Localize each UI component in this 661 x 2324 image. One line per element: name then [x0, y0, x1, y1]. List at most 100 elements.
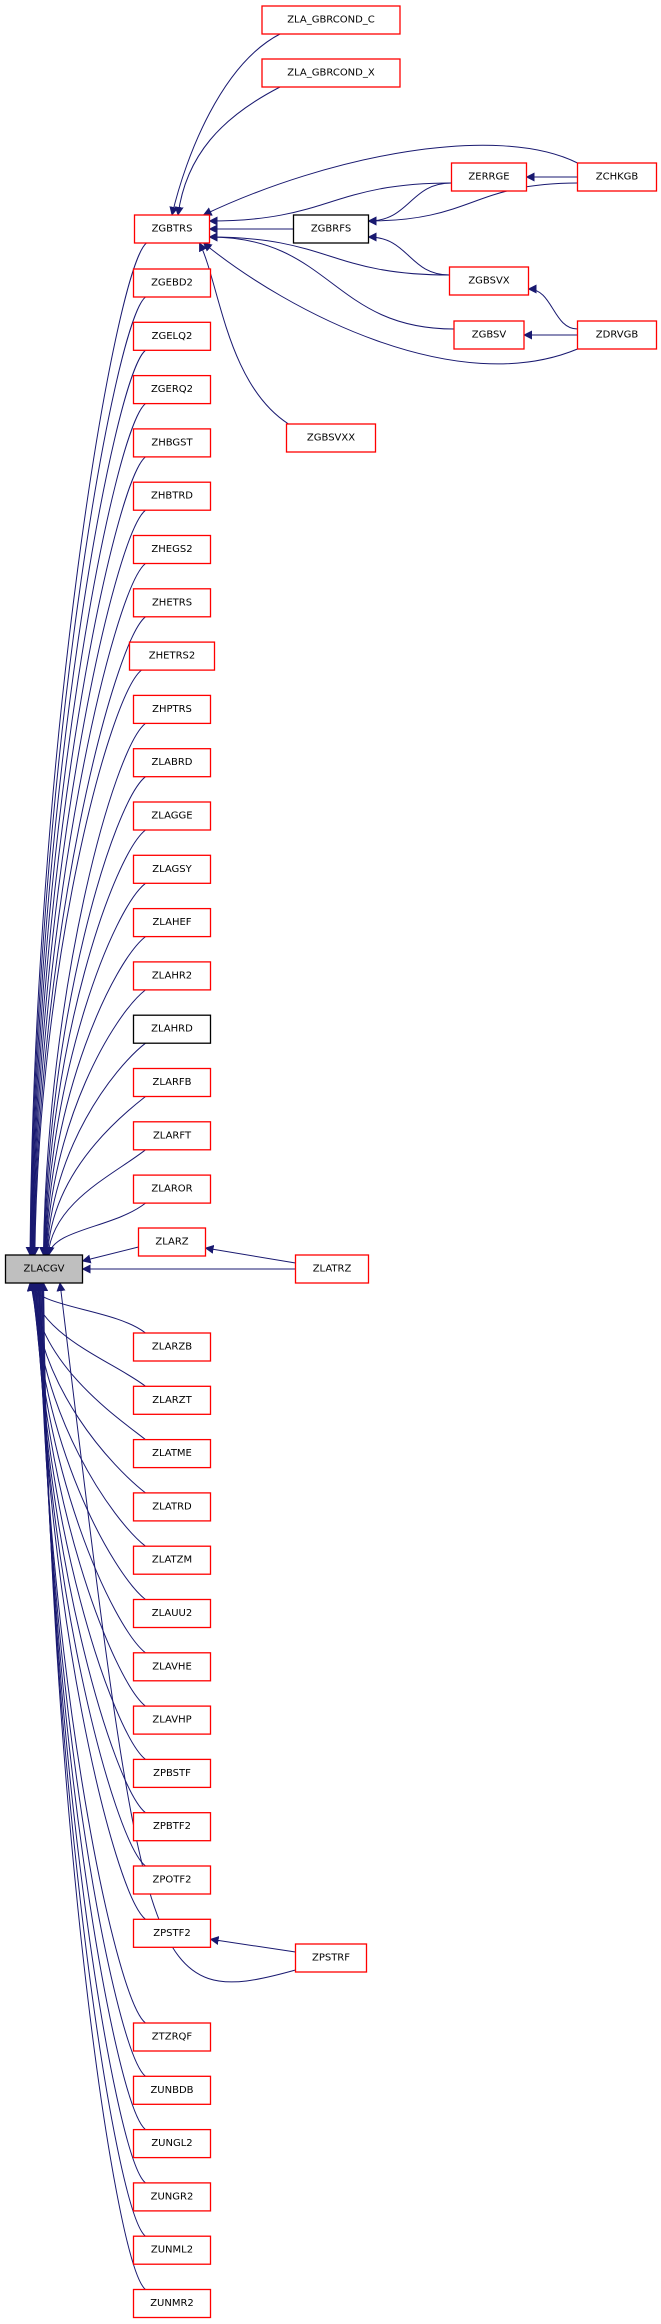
node-zunbdb[interactable]: ZUNBDB: [132, 2075, 212, 2105]
node-box[interactable]: [132, 1545, 212, 1575]
node-zerrge[interactable]: ZERRGE: [450, 162, 528, 192]
node-box[interactable]: [133, 214, 211, 244]
node-zgbtrs[interactable]: ZGBTRS: [133, 214, 211, 244]
node-zla-gbrcond-x[interactable]: ZLA_GBRCOND_X: [261, 58, 401, 88]
node-box[interactable]: [285, 423, 377, 453]
node-box[interactable]: [132, 1758, 212, 1789]
node-zpbtf2[interactable]: ZPBTF2: [132, 1812, 212, 1842]
node-box[interactable]: [132, 428, 212, 458]
node-box[interactable]: [261, 58, 401, 88]
node-zlatzm[interactable]: ZLATZM: [132, 1545, 212, 1575]
node-zlabrd[interactable]: ZLABRD: [132, 748, 212, 778]
node-box[interactable]: [132, 748, 212, 778]
node-zunmr2[interactable]: ZUNMR2: [132, 2288, 212, 2319]
node-box[interactable]: [132, 1865, 212, 1895]
node-ztzrqf[interactable]: ZTZRQF: [132, 2022, 212, 2052]
node-box[interactable]: [132, 1014, 212, 1044]
node-zhbgst[interactable]: ZHBGST: [132, 428, 212, 458]
node-zungl2[interactable]: ZUNGL2: [132, 2128, 212, 2159]
node-box[interactable]: [132, 1438, 212, 1469]
node-box[interactable]: [132, 694, 212, 725]
node-box[interactable]: [132, 321, 212, 351]
node-box[interactable]: [294, 1254, 370, 1284]
node-box[interactable]: [132, 854, 212, 884]
node-zlagsy[interactable]: ZLAGSY: [132, 854, 212, 884]
node-box[interactable]: [132, 1652, 212, 1682]
node-box[interactable]: [576, 320, 658, 350]
node-box[interactable]: [132, 1705, 212, 1735]
node-box[interactable]: [132, 961, 212, 991]
node-box[interactable]: [261, 5, 401, 35]
node-zdrvgb[interactable]: ZDRVGB: [576, 320, 658, 350]
node-zlaror[interactable]: ZLAROR: [132, 1174, 212, 1204]
node-box[interactable]: [132, 1067, 212, 1098]
edge-zhptrs-to-zlacgv: [39, 723, 146, 1256]
node-zhegs2[interactable]: ZHEGS2: [132, 534, 212, 565]
node-box[interactable]: [132, 1121, 212, 1151]
node-box[interactable]: [132, 1812, 212, 1842]
node-box[interactable]: [576, 162, 658, 192]
node-box[interactable]: [137, 1227, 207, 1257]
node-box[interactable]: [132, 801, 212, 831]
node-zla-gbrcond-c[interactable]: ZLA_GBRCOND_C: [261, 5, 401, 35]
node-zlagge[interactable]: ZLAGGE: [132, 801, 212, 831]
node-zlatrd[interactable]: ZLATRD: [132, 1492, 212, 1522]
node-box[interactable]: [132, 374, 212, 405]
node-zgebd2[interactable]: ZGEBD2: [132, 268, 212, 298]
node-box[interactable]: [132, 2235, 212, 2265]
node-zlarfb[interactable]: ZLARFB: [132, 1067, 212, 1098]
node-box[interactable]: [132, 1332, 212, 1362]
node-zlatme[interactable]: ZLATME: [132, 1438, 212, 1469]
node-zgbsv[interactable]: ZGBSV: [453, 320, 525, 350]
node-box[interactable]: [132, 2182, 212, 2212]
node-box[interactable]: [294, 1943, 368, 1973]
node-zhetrs2[interactable]: ZHETRS2: [128, 641, 216, 671]
node-zgbsvx[interactable]: ZGBSVX: [448, 266, 530, 296]
node-box[interactable]: [132, 2128, 212, 2159]
node-zhbtrd[interactable]: ZHBTRD: [132, 481, 212, 511]
node-zlarzb[interactable]: ZLARZB: [132, 1332, 212, 1362]
node-zlahr2[interactable]: ZLAHR2: [132, 961, 212, 991]
node-zlarft[interactable]: ZLARFT: [132, 1121, 212, 1151]
node-box[interactable]: [132, 1598, 212, 1629]
node-box[interactable]: [132, 907, 212, 938]
node-zgbsvxx[interactable]: ZGBSVXX: [285, 423, 377, 453]
node-zpotf2[interactable]: ZPOTF2: [132, 1865, 212, 1895]
node-zchkgb[interactable]: ZCHKGB: [576, 162, 658, 192]
node-zgelq2[interactable]: ZGELQ2: [132, 321, 212, 351]
node-box[interactable]: [450, 162, 528, 192]
node-zlarzt[interactable]: ZLARZT: [132, 1385, 212, 1415]
node-zgerq2[interactable]: ZGERQ2: [132, 374, 212, 405]
edge-zerrge-to-zgbtrs: [208, 182, 452, 226]
node-zlatrz[interactable]: ZLATRZ: [294, 1254, 370, 1284]
node-box[interactable]: [448, 266, 530, 296]
node-box[interactable]: [128, 641, 216, 671]
node-zgbrfs[interactable]: ZGBRFS: [292, 214, 370, 244]
node-zlahrd[interactable]: ZLAHRD: [132, 1014, 212, 1044]
node-zungr2[interactable]: ZUNGR2: [132, 2182, 212, 2212]
node-box[interactable]: [453, 320, 525, 350]
node-zpstrf[interactable]: ZPSTRF: [294, 1943, 368, 1973]
node-box[interactable]: [132, 1492, 212, 1522]
node-zlauu2[interactable]: ZLAUU2: [132, 1598, 212, 1629]
node-zlavhe[interactable]: ZLAVHE: [132, 1652, 212, 1682]
node-box[interactable]: [132, 2075, 212, 2105]
node-box[interactable]: [132, 534, 212, 565]
node-box[interactable]: [292, 214, 370, 244]
node-zpbstf[interactable]: ZPBSTF: [132, 1758, 212, 1789]
node-box[interactable]: [132, 2022, 212, 2052]
node-zhetrs[interactable]: ZHETRS: [132, 588, 212, 618]
node-box[interactable]: [132, 2288, 212, 2319]
node-box[interactable]: [132, 588, 212, 618]
node-zpstf2[interactable]: ZPSTF2: [132, 1918, 212, 1948]
node-zlahef[interactable]: ZLAHEF: [132, 907, 212, 938]
node-zunml2[interactable]: ZUNML2: [132, 2235, 212, 2265]
node-box[interactable]: [132, 1174, 212, 1204]
node-box[interactable]: [132, 1385, 212, 1415]
node-box[interactable]: [132, 1918, 212, 1948]
node-box[interactable]: [132, 481, 212, 511]
node-zlavhp[interactable]: ZLAVHP: [132, 1705, 212, 1735]
node-zhptrs[interactable]: ZHPTRS: [132, 694, 212, 725]
node-zlarz[interactable]: ZLARZ: [137, 1227, 207, 1257]
node-box[interactable]: [132, 268, 212, 298]
